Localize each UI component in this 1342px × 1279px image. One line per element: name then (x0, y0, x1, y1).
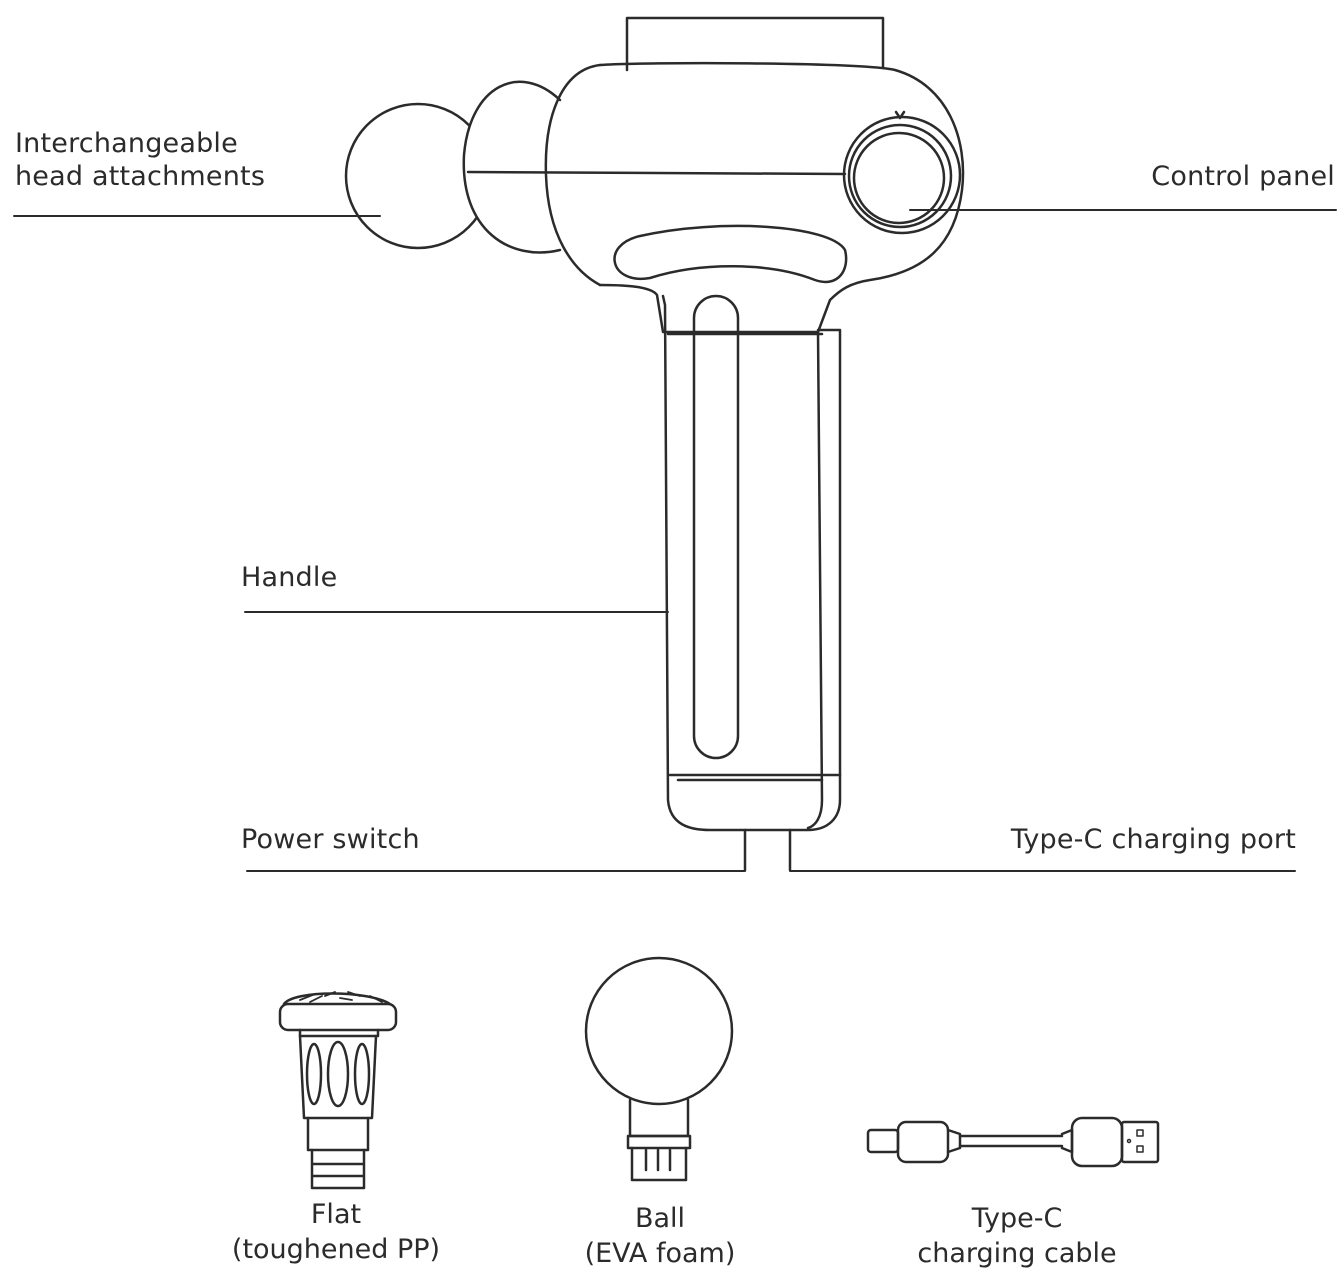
flat-head-slot-1 (305, 1042, 323, 1106)
cable-typec-strain-relief (946, 1128, 962, 1154)
ball-head-caption-material: (EVA foam) (584, 1238, 736, 1269)
cable-usb-strain-relief (1060, 1128, 1074, 1154)
body-top-cap (625, 16, 885, 72)
control-panel-label: Control panel (1151, 161, 1335, 192)
front-cone-rim (544, 63, 602, 287)
head-attachments-label-line2: head attachments (15, 161, 266, 192)
handle-label: Handle (241, 562, 338, 593)
handle-bottom-band (668, 773, 842, 782)
ball-head-base (630, 1146, 688, 1182)
flat-head-dome-pattern (299, 991, 383, 1003)
power-switch-label: Power switch (241, 824, 420, 855)
cable-usb-body (1070, 1116, 1124, 1168)
ball-head-accessory (584, 956, 734, 1182)
leader-lines (13, 209, 1337, 872)
flat-head-body (298, 1034, 378, 1120)
head-attachments-label: Interchangeable head attachments (15, 127, 265, 193)
ball-head-sphere (584, 956, 734, 1106)
flat-head-caption-name: Flat (310, 1199, 362, 1230)
flat-head-caption-material: (toughened PP) (231, 1234, 441, 1265)
flat-head-accessory (278, 991, 398, 1190)
flat-head-caption: Flat (toughened PP) (196, 1197, 476, 1267)
ball-head-collar (628, 1098, 690, 1138)
flat-head-slot-2 (326, 1040, 350, 1108)
handle-grip-slot (692, 294, 740, 760)
cable-usb-pin-2 (1136, 1145, 1144, 1153)
cable-wire (958, 1134, 1064, 1148)
flat-head-plate (278, 1002, 398, 1032)
massage-gun (344, 16, 965, 872)
ball-head-collar-ring (626, 1134, 692, 1150)
handle-inner-edge (806, 330, 824, 830)
front-cone (462, 80, 562, 254)
cable-typec-tip (866, 1128, 900, 1154)
cable-caption: Type-C charging cable (877, 1201, 1157, 1271)
body-swoosh (613, 224, 848, 283)
cable-caption-description: charging cable (917, 1238, 1117, 1269)
ball-head-caption-name: Ball (634, 1203, 686, 1234)
cable-usb-pin-1 (1136, 1129, 1144, 1137)
handle-body (661, 294, 842, 832)
flat-head-plate-lip (298, 1028, 380, 1038)
cable-typec-body (896, 1120, 950, 1164)
control-panel-middle-ring (847, 123, 953, 229)
flat-head-stem (310, 1148, 366, 1190)
ball-head-caption: Ball (EVA foam) (520, 1201, 800, 1271)
control-panel-notch (894, 110, 906, 120)
body-shell (598, 61, 965, 334)
cable-caption-name: Type-C (971, 1203, 1063, 1234)
control-panel-outer-ring (842, 115, 962, 235)
cable-usb-dot (1126, 1138, 1132, 1144)
flat-head-slot-3 (353, 1042, 371, 1106)
control-panel-inner-ring (852, 131, 946, 225)
cable-usb-plug (1120, 1120, 1160, 1164)
body-seam (466, 170, 847, 176)
charging-cable-accessory (866, 1116, 1160, 1168)
flat-head-neck (306, 1116, 370, 1152)
head-attachments-label-line1: Interchangeable (15, 128, 238, 159)
charging-port-label: Type-C charging port (1010, 824, 1296, 855)
